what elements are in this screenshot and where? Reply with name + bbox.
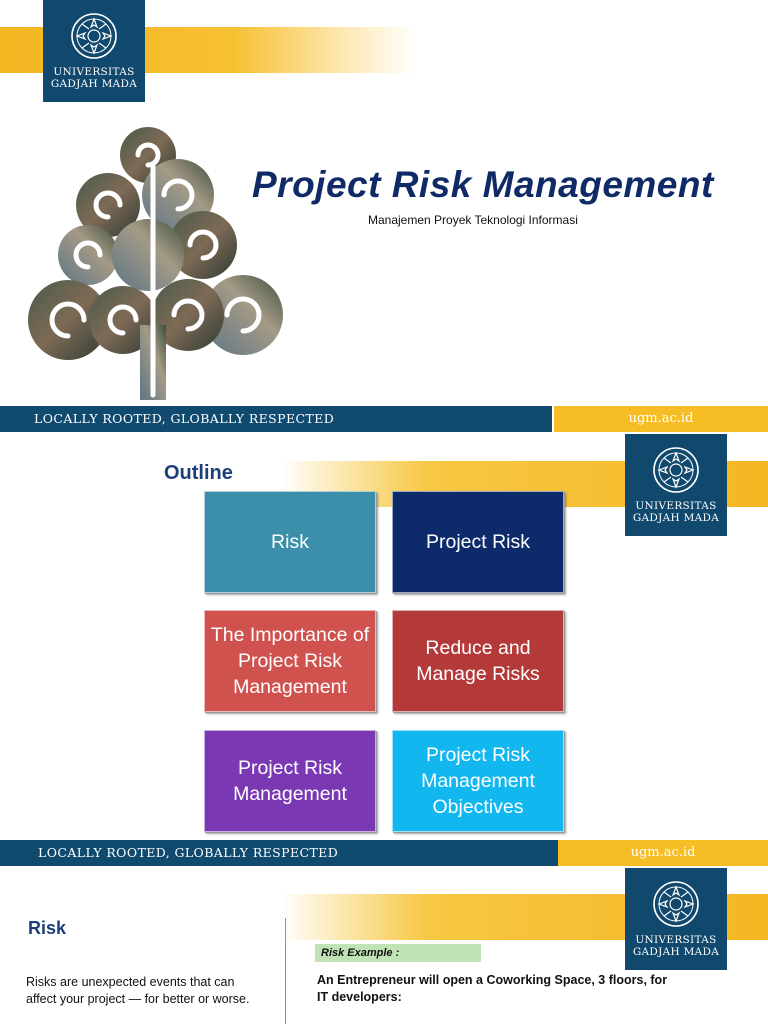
- logo-line2: GADJAH MADA: [50, 78, 138, 90]
- risk-definition: Risks are unexpected events that can aff…: [26, 975, 250, 1006]
- slide-title: UNIVERSITAS GADJAH MADA: [0, 0, 768, 432]
- outline-box-importance[interactable]: The Importance of Project Risk Managemen…: [204, 610, 376, 712]
- outline-box-risk[interactable]: Risk: [204, 491, 376, 593]
- column-divider: [285, 918, 286, 1024]
- ugm-seal-icon: [653, 881, 699, 927]
- footer-tagline: LOCALLY ROOTED, GLOBALLY RESPECTED: [0, 406, 552, 432]
- risk-example-text: An Entrepreneur will open a Coworking Sp…: [317, 973, 668, 1004]
- presentation-subtitle: Manajemen Proyek Teknologi Informasi: [368, 213, 578, 227]
- outline-box-label: The Importance of Project Risk Managemen…: [210, 624, 370, 698]
- outline-title: Outline: [164, 462, 233, 484]
- slide-outline: UNIVERSITAS GADJAH MADA Outline Risk Pro…: [0, 434, 768, 866]
- outline-box-label: Project Risk: [425, 531, 531, 553]
- ugm-seal-icon: [653, 447, 699, 493]
- outline-box-label: Risk: [271, 531, 309, 553]
- logo-line1: UNIVERSITAS: [53, 66, 135, 78]
- outline-box-label: Project Risk Management: [233, 757, 347, 805]
- outline-box-project-risk[interactable]: Project Risk: [392, 491, 564, 593]
- tree-illustration: [28, 127, 283, 400]
- logo-line1: UNIVERSITAS: [635, 934, 717, 946]
- outline-box-label: Reduce and Manage Risks: [416, 637, 540, 685]
- logo-line2: GADJAH MADA: [632, 946, 720, 958]
- risk-title: Risk: [28, 918, 67, 938]
- risk-example-label: Risk Example :: [315, 944, 481, 962]
- outline-box-reduce-manage[interactable]: Reduce and Manage Risks: [392, 610, 564, 712]
- ugm-logo: UNIVERSITAS GADJAH MADA: [625, 868, 727, 970]
- outline-box-prm-objectives[interactable]: Project Risk Management Objectives: [392, 730, 564, 832]
- footer-tagline: LOCALLY ROOTED, GLOBALLY RESPECTED: [0, 840, 562, 866]
- ugm-logo: UNIVERSITAS GADJAH MADA: [43, 0, 145, 102]
- footer-url: ugm.ac.id: [554, 406, 768, 432]
- ugm-logo: UNIVERSITAS GADJAH MADA: [625, 434, 727, 536]
- logo-line1: UNIVERSITAS: [635, 500, 717, 512]
- footer-url: ugm.ac.id: [558, 840, 768, 866]
- presentation-title: Project Risk Management: [252, 164, 714, 205]
- logo-line2: GADJAH MADA: [632, 512, 720, 524]
- ugm-seal-icon: [71, 13, 117, 59]
- outline-box-label: Project Risk Management Objectives: [421, 744, 535, 818]
- outline-box-prm[interactable]: Project Risk Management: [204, 730, 376, 832]
